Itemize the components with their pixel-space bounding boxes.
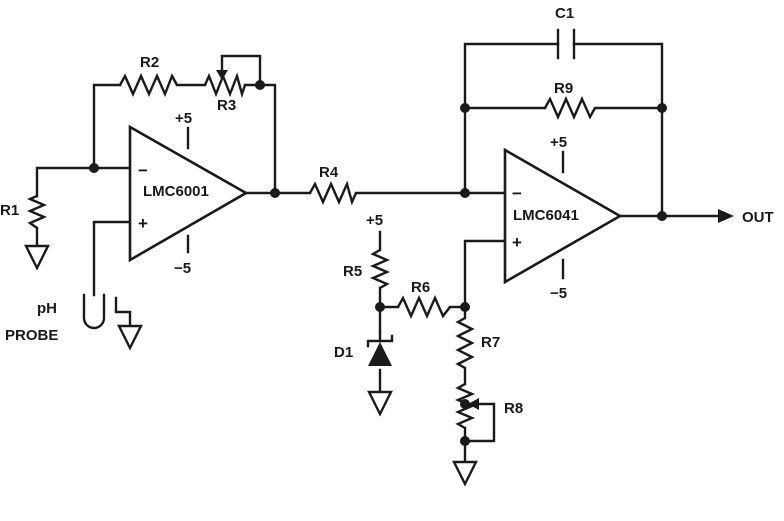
resistor-r4 (308, 180, 358, 206)
resistor-r2 (118, 73, 179, 98)
opamp2-noninverting-pin: + (512, 233, 522, 252)
inv-input-wire-1 (35, 166, 132, 198)
noninv2-wire (463, 239, 507, 309)
opamp2-inverting-pin: − (512, 184, 522, 203)
label-r4: R4 (319, 164, 339, 181)
probe-label-ph: pH (37, 300, 57, 317)
output-label: OUT (742, 209, 774, 226)
opamp-lmc6041 (503, 147, 623, 285)
opamp1-pos-supply: +5 (175, 110, 192, 127)
opamp2-neg-supply: −5 (550, 285, 567, 302)
ph-probe-icon (82, 293, 132, 330)
r3-wiper-arrow (216, 70, 228, 80)
r3-wiper-loop (220, 54, 262, 87)
resistor-r1 (26, 194, 48, 229)
opamp2-name: LMC6041 (513, 207, 579, 224)
label-d1: D1 (334, 344, 353, 361)
resistor-r9 (543, 96, 597, 120)
c1-right-wire (572, 42, 664, 218)
label-r7: R7 (481, 334, 500, 351)
label-r5: R5 (343, 263, 362, 280)
resistor-r7 (455, 316, 475, 370)
probe-label-probe: PROBE (5, 327, 58, 344)
opamp1-neg-supply: −5 (174, 260, 191, 277)
opamp2-pos-supply: +5 (550, 134, 567, 151)
resistor-r6 (396, 295, 451, 319)
label-c1: C1 (555, 5, 574, 22)
capacitor-c1 (556, 28, 576, 60)
feedback-loop-1 (92, 83, 122, 170)
r8-wiper-arrow (468, 398, 479, 410)
probe-wire (92, 220, 132, 297)
label-r8: R8 (504, 400, 523, 417)
c1-left-wire (463, 42, 560, 195)
resistor-r3 (203, 72, 247, 99)
r8-wiper-loop (463, 402, 496, 443)
zener-diode-d1 (366, 330, 394, 366)
ground-icon-r1 (24, 244, 50, 271)
opamp1-name: LMC6001 (143, 183, 209, 200)
ground-icon-d1 (367, 390, 393, 417)
ground-icon-r8 (452, 460, 478, 487)
opamp1-inverting-pin: − (138, 161, 148, 180)
r3-to-output1 (243, 83, 277, 195)
label-r3: R3 (217, 97, 236, 114)
reference-supply-label: +5 (366, 212, 383, 229)
label-r6: R6 (411, 279, 430, 296)
label-r9: R9 (554, 80, 573, 97)
opamp1-noninverting-pin: + (138, 214, 148, 233)
resistor-r5 (369, 248, 391, 290)
ground-icon-probe (117, 324, 143, 351)
opamp-lmc6001 (128, 124, 249, 263)
junction-dots (89, 80, 667, 446)
label-r1: R1 (0, 202, 19, 219)
label-r2: R2 (140, 54, 159, 71)
output-arrow-icon (718, 209, 734, 223)
